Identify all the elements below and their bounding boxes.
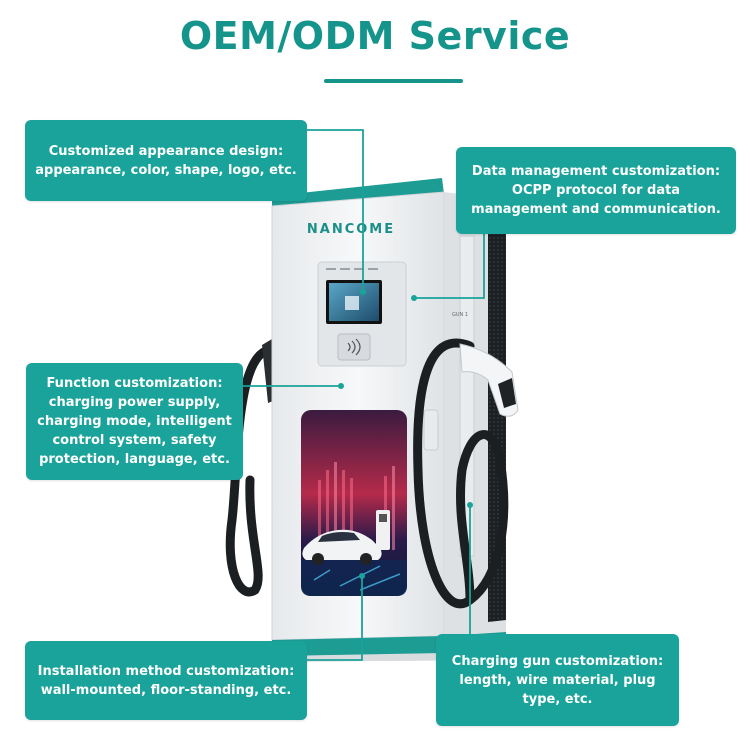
callout-installation: Installation method customization: wall-…	[25, 641, 307, 720]
nfc-card-icon	[337, 333, 371, 361]
connector-appearance	[307, 129, 364, 292]
callout-charging-gun-text: Charging gun customization: length, wire…	[451, 653, 664, 707]
callout-function: Function customization: charging power s…	[26, 363, 243, 480]
callout-data-management: Data management customization: OCPP prot…	[456, 147, 736, 234]
callout-appearance-text: Customized appearance design: appearance…	[35, 143, 297, 178]
callout-installation-text: Installation method customization: wall-…	[37, 663, 295, 698]
charging-gun	[459, 343, 519, 417]
status-indicator-row	[326, 268, 378, 270]
page-title: OEM/ODM Service	[179, 14, 571, 58]
ev-car-icon	[302, 529, 382, 565]
title-underline	[324, 79, 463, 83]
callout-function-text: Function customization: charging power s…	[37, 376, 232, 467]
right-charging-cable	[413, 338, 509, 609]
callout-data-management-text: Data management customization: OCPP prot…	[471, 164, 721, 217]
connector-data	[414, 234, 485, 299]
connector-install	[307, 576, 363, 661]
advertising-panel	[301, 410, 407, 596]
brand-logo: NANCOME	[306, 222, 396, 237]
gun-slot-label: GUN 1	[452, 312, 469, 318]
callout-charging-gun: Charging gun customization: length, wire…	[436, 634, 679, 726]
callout-appearance: Customized appearance design: appearance…	[25, 120, 307, 201]
